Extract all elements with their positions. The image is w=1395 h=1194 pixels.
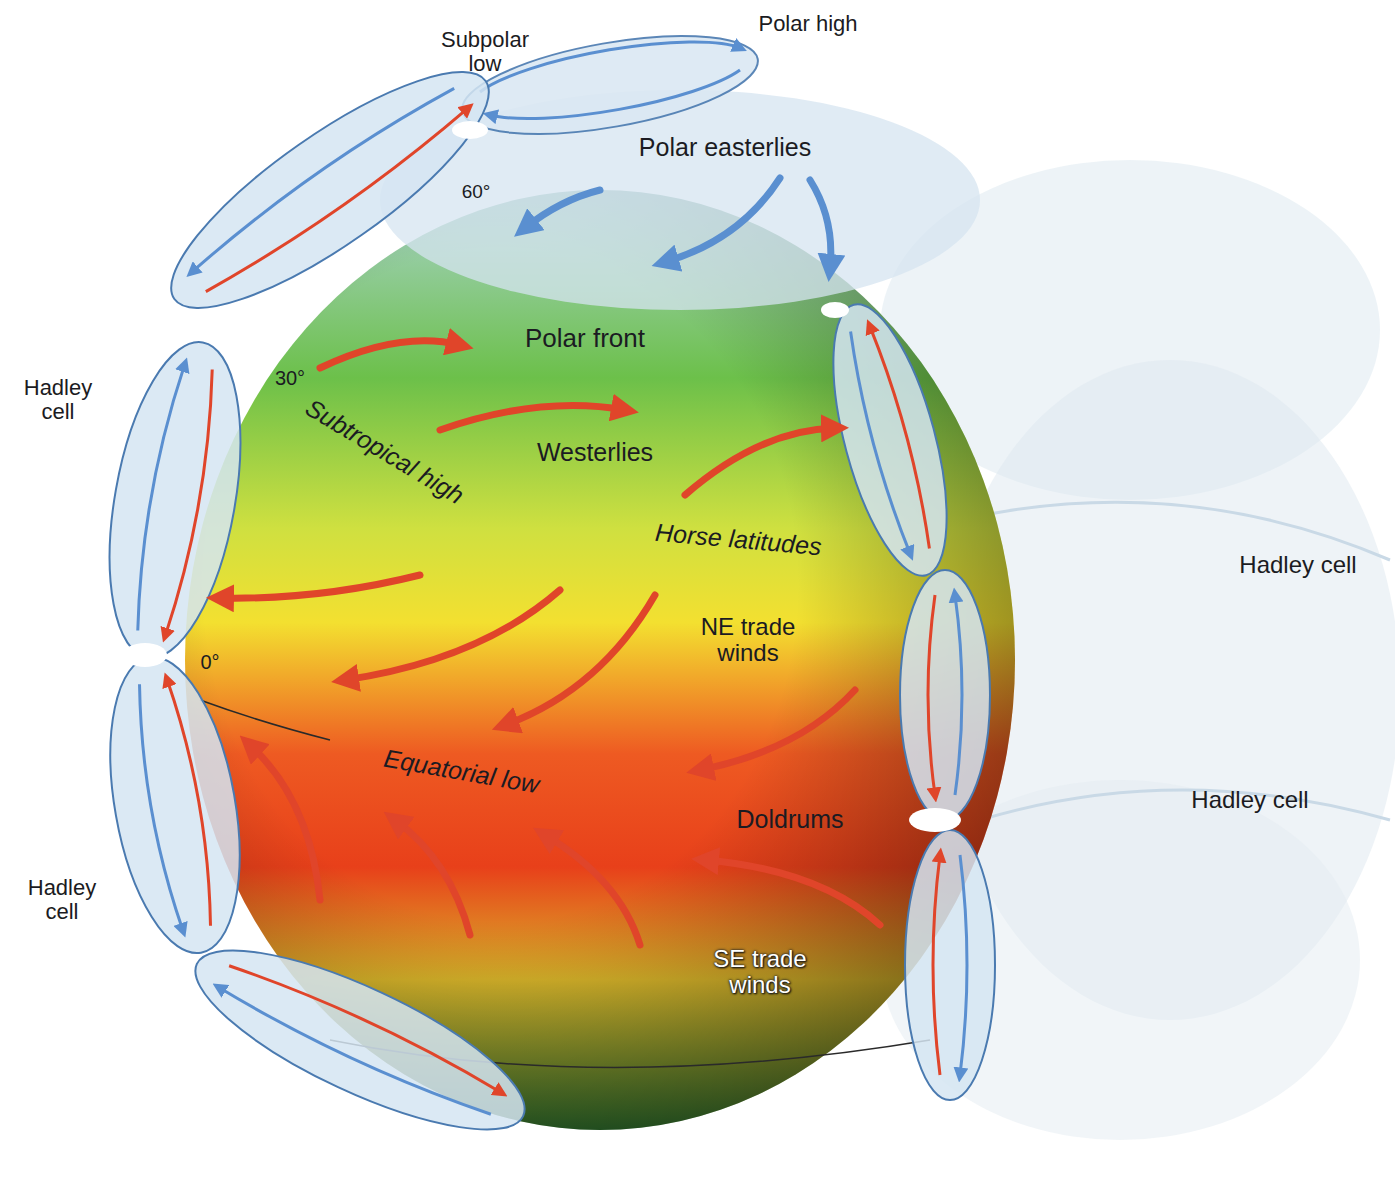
flow-line <box>165 369 222 637</box>
flow-line <box>928 595 935 795</box>
shape-ellipse <box>821 302 849 318</box>
svg-part <box>905 830 995 1100</box>
shape-ellipse <box>905 830 995 1100</box>
flow-line <box>665 178 780 262</box>
svg-part <box>90 647 260 963</box>
map-label: 30° <box>275 367 305 389</box>
map-label: Westerlies <box>537 439 653 467</box>
flow-line <box>130 684 183 932</box>
flow-line <box>250 745 320 900</box>
svg-part <box>810 293 969 587</box>
shape-ellipse <box>175 917 545 1163</box>
flow-line <box>810 180 831 268</box>
shape-ellipse <box>143 36 517 344</box>
shape-ellipse <box>123 643 167 667</box>
flow-line <box>200 700 330 740</box>
circulation-cells <box>88 36 995 1163</box>
map-label: Polar high <box>758 12 857 36</box>
flow-line <box>705 860 880 925</box>
flow-line <box>505 595 655 725</box>
shape-ellipse <box>909 808 961 832</box>
flow-line <box>187 81 454 272</box>
flow-line <box>220 575 420 598</box>
flow-line <box>933 855 940 1075</box>
polar-cap <box>380 18 980 310</box>
map-label: Hadley cell <box>22 876 102 924</box>
shape-ellipse <box>810 293 969 587</box>
flow-line <box>955 595 962 795</box>
flow-line <box>700 690 855 770</box>
flow-line <box>128 363 185 631</box>
flow-line <box>545 835 640 945</box>
shape-ellipse <box>380 90 980 310</box>
svg-part <box>143 36 517 344</box>
svg-part <box>175 917 545 1163</box>
map-label: SE trade winds <box>690 946 830 999</box>
far-cells <box>880 160 1395 1140</box>
map-label: Polar front <box>525 324 645 353</box>
shape-ellipse <box>900 570 990 820</box>
flow-line <box>216 987 491 1121</box>
flow-line <box>440 406 625 431</box>
surface-winds <box>220 178 880 945</box>
svg-part <box>88 332 262 668</box>
map-label: Hadley cell <box>1191 787 1308 813</box>
svg-part <box>900 570 990 820</box>
flow-line <box>844 332 910 556</box>
map-label: Hadley cell <box>1239 552 1356 578</box>
flow-line <box>229 958 504 1092</box>
flow-line <box>525 190 600 228</box>
flow-line <box>206 108 473 298</box>
map-label: 60° <box>462 182 491 203</box>
shape-ellipse <box>880 780 1360 1140</box>
flow-line <box>167 678 220 926</box>
flow-line <box>960 855 967 1075</box>
map-label: Polar easterlies <box>639 134 811 162</box>
shape-ellipse <box>88 332 262 668</box>
map-label: NE trade winds <box>681 614 816 667</box>
flow-line <box>685 428 835 495</box>
shape-ellipse <box>452 121 488 139</box>
cloud-bands <box>123 121 961 832</box>
flow-line <box>980 790 1390 820</box>
map-label: Doldrums <box>737 806 844 834</box>
flow-line <box>395 820 470 935</box>
flow-line <box>870 325 936 549</box>
flow-line <box>490 70 740 119</box>
map-label: Hadley cell <box>18 376 98 424</box>
flow-line <box>345 590 560 680</box>
map-label: Subpolar low <box>429 28 541 76</box>
flow-line <box>320 341 460 368</box>
map-label: 0° <box>200 651 219 673</box>
shape-ellipse <box>90 647 260 963</box>
